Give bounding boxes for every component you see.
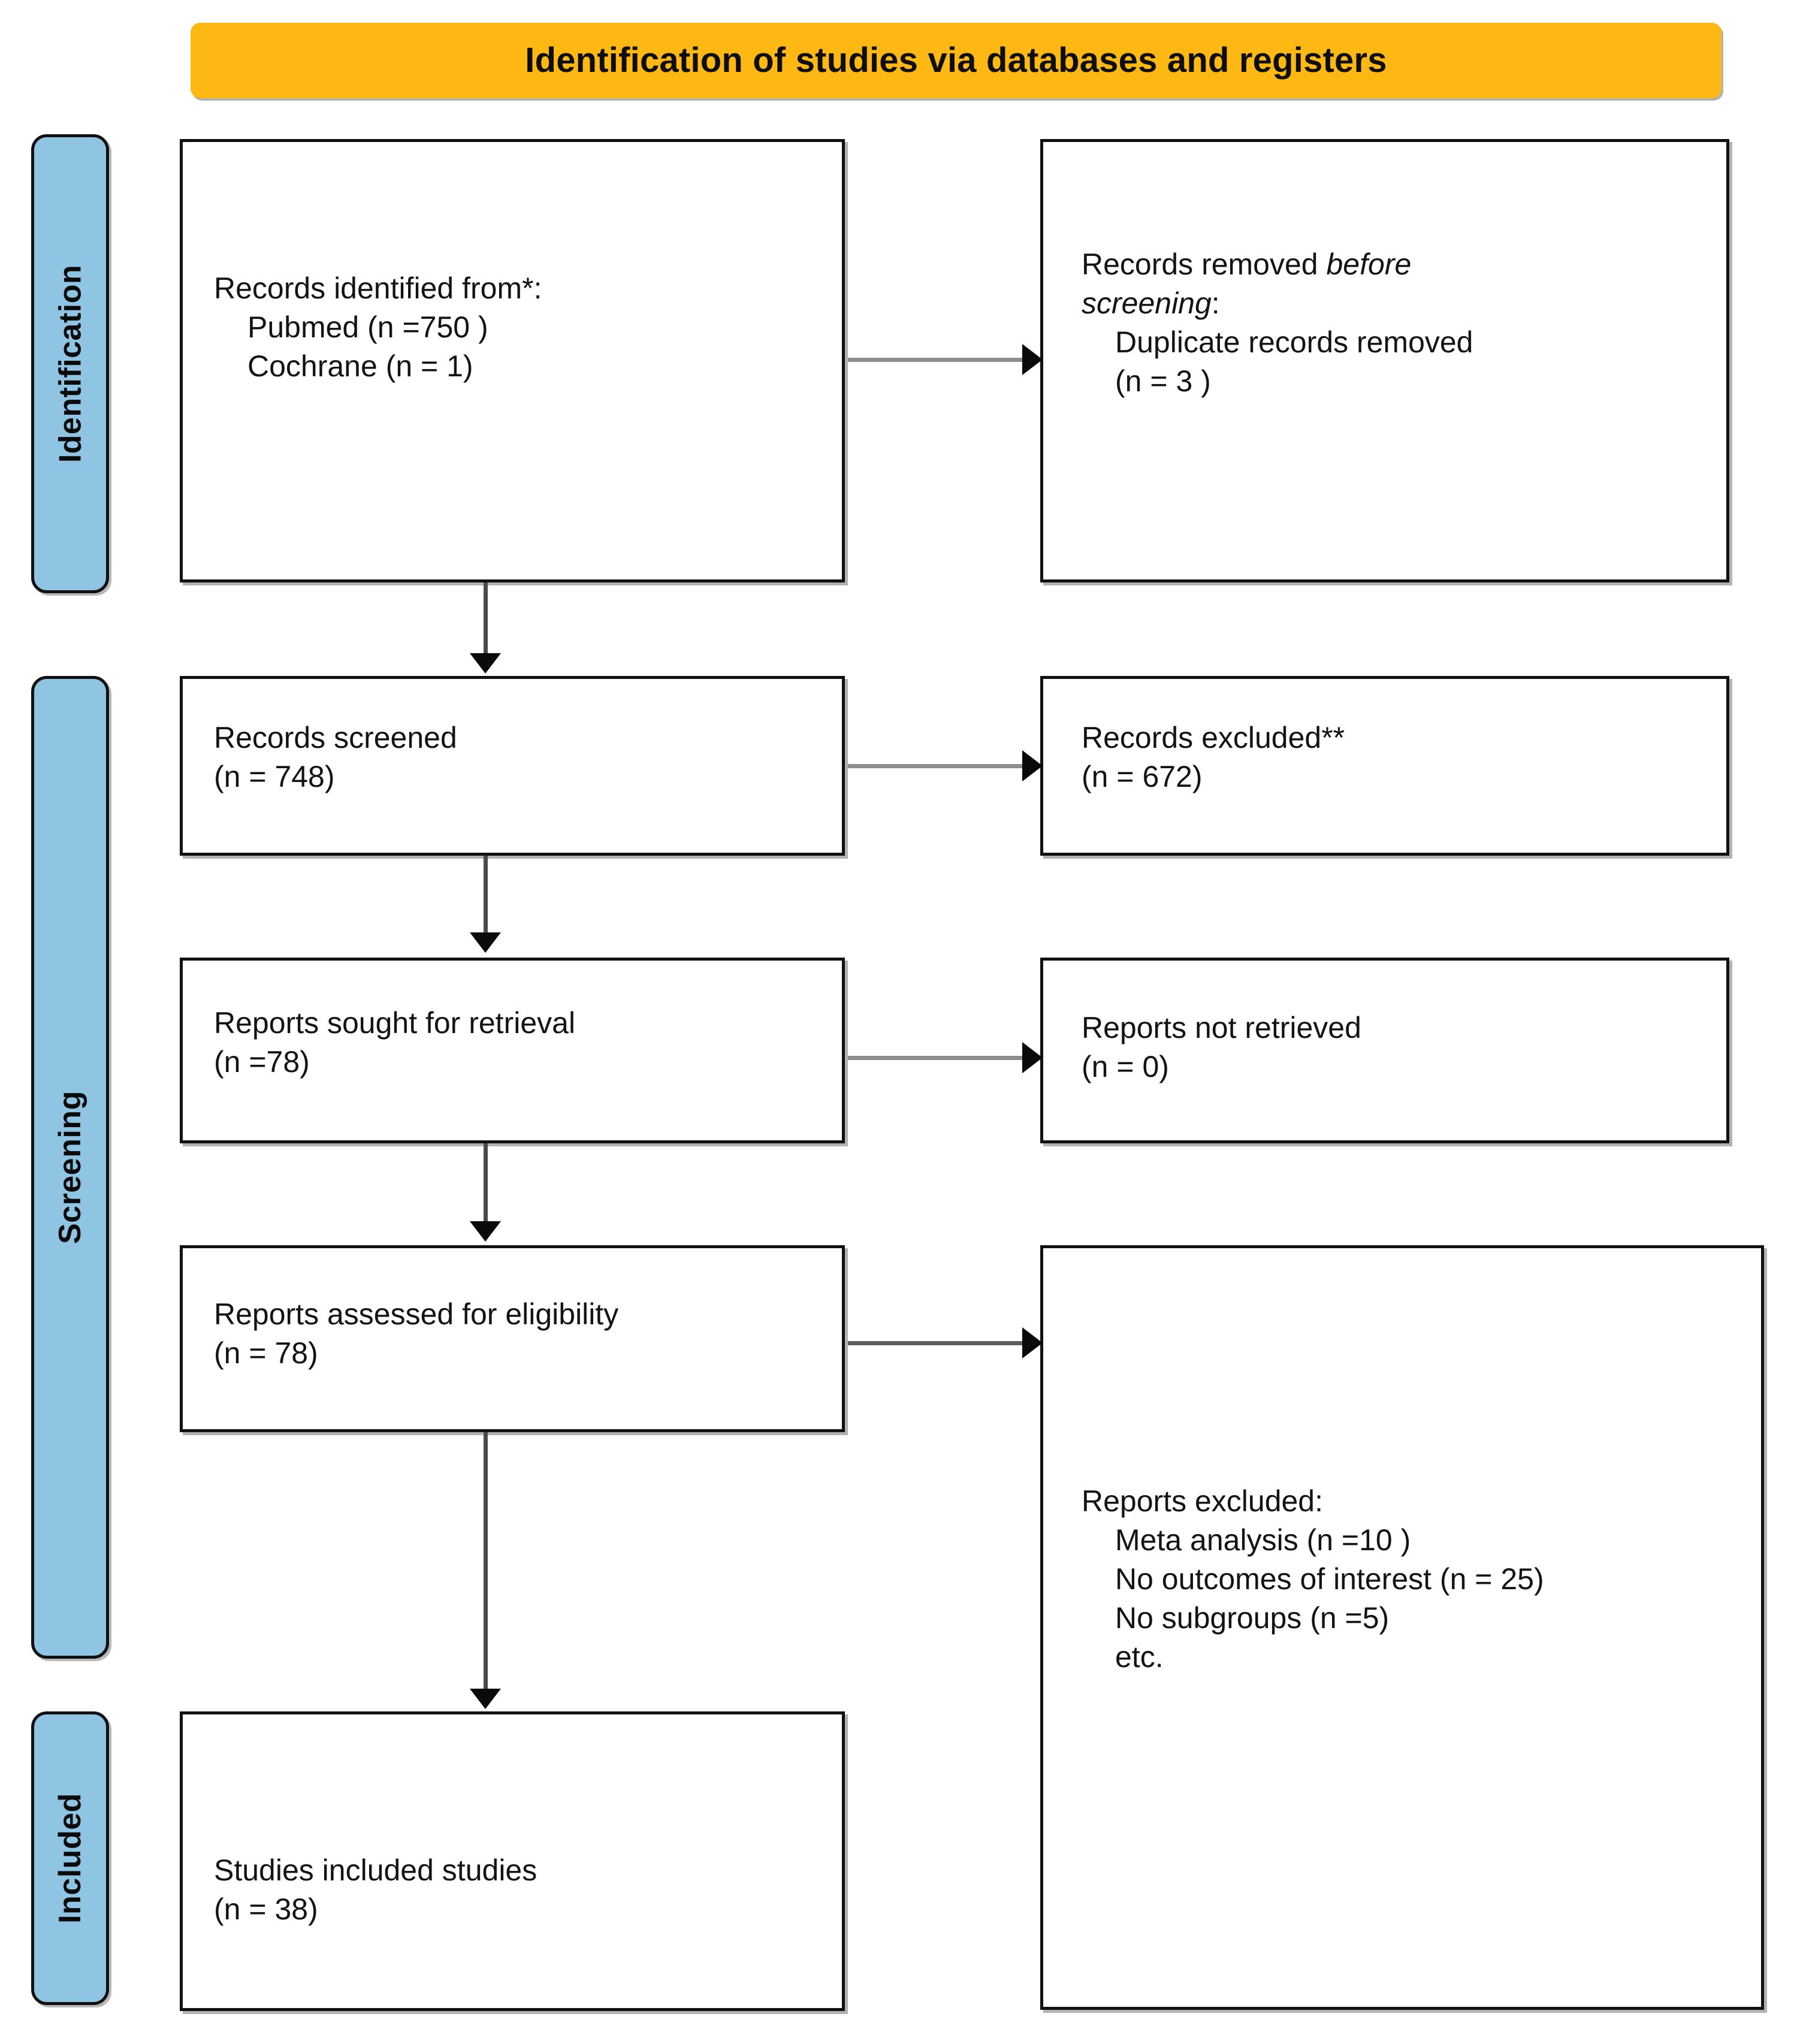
records-removed-heading-text: Records removed — [1082, 247, 1327, 281]
records-screened-heading: Records screened — [214, 721, 457, 754]
box-reports-not-retrieved: Reports not retrieved (n = 0) — [1040, 958, 1729, 1143]
records-removed-heading-colon: : — [1211, 286, 1220, 320]
reports-excluded-heading: Reports excluded: — [1082, 1484, 1324, 1518]
records-removed-heading-line1: Records removed before — [1082, 245, 1711, 284]
box-records-identified: Records identified from*: Pubmed (n =750… — [180, 139, 845, 582]
connector-identified-to-removed — [848, 358, 1028, 362]
box-records-identified-content: Records identified from*: Pubmed (n =750… — [214, 269, 826, 386]
diagram-header-banner: Identification of studies via databases … — [191, 23, 1722, 98]
box-reports-excluded-reasons: Reports excluded: Meta analysis (n =10 )… — [1040, 1245, 1764, 2010]
records-removed-duplicates-count: (n = 3 ) — [1115, 364, 1211, 398]
studies-included-count: (n = 38) — [214, 1892, 318, 1926]
records-excluded-count: (n = 672) — [1082, 760, 1203, 793]
arrowhead-screened-to-sought — [470, 932, 501, 953]
records-identified-pubmed: Pubmed (n =750 ) — [247, 310, 488, 344]
records-removed-heading-emphasis-before: before — [1326, 247, 1412, 281]
reports-not-retrieved-count: (n = 0) — [1082, 1050, 1169, 1083]
box-reports-sought: Reports sought for retrieval (n =78) — [180, 958, 845, 1143]
records-identified-heading: Records identified from*: — [214, 271, 542, 305]
arrowhead-sought-to-not-retrieved — [1022, 1042, 1043, 1073]
reports-assessed-count: (n = 78) — [214, 1336, 318, 1370]
box-studies-included: Studies included studies (n = 38) — [180, 1711, 845, 2011]
reports-sought-heading: Reports sought for retrieval — [214, 1006, 576, 1040]
connector-screened-to-excluded — [848, 764, 1028, 768]
stage-label-included-text: Included — [53, 1793, 88, 1924]
box-studies-included-content: Studies included studies (n = 38) — [214, 1851, 826, 1929]
reports-sought-count: (n =78) — [214, 1045, 310, 1079]
arrowhead-assessed-to-included — [470, 1689, 501, 1709]
stage-label-identification: Identification — [31, 134, 109, 593]
reports-excluded-etc: etc. — [1115, 1640, 1164, 1674]
box-reports-assessed-content: Reports assessed for eligibility (n = 78… — [214, 1295, 826, 1373]
stage-label-identification-text: Identification — [53, 264, 87, 463]
reports-not-retrieved-heading: Reports not retrieved — [1082, 1011, 1361, 1044]
arrowhead-identified-to-screened — [470, 653, 501, 674]
records-removed-duplicates: Duplicate records removed — [1115, 325, 1473, 359]
records-removed-heading-line2: screening: — [1082, 284, 1711, 323]
records-removed-heading-emphasis-screening: screening — [1082, 286, 1212, 320]
connector-assessed-to-included — [484, 1432, 488, 1690]
connector-sought-to-assessed — [484, 1143, 488, 1222]
stage-label-screening: Screening — [31, 676, 109, 1659]
reports-excluded-meta-analysis: Meta analysis (n =10 ) — [1115, 1523, 1411, 1557]
arrowhead-assessed-to-reports-excluded — [1022, 1327, 1043, 1358]
reports-assessed-heading: Reports assessed for eligibility — [214, 1297, 619, 1331]
arrowhead-screened-to-excluded — [1022, 750, 1043, 781]
records-identified-cochrane: Cochrane (n = 1) — [247, 349, 473, 383]
box-reports-not-retrieved-content: Reports not retrieved (n = 0) — [1082, 1009, 1711, 1086]
reports-excluded-no-subgroups: No subgroups (n =5) — [1115, 1601, 1390, 1635]
box-records-removed-content: Records removed before screening: Duplic… — [1082, 245, 1711, 401]
connector-screened-to-sought — [484, 856, 488, 934]
arrowhead-sought-to-assessed — [470, 1221, 501, 1242]
connector-assessed-to-reports-excluded — [848, 1341, 1028, 1345]
box-records-excluded: Records excluded** (n = 672) — [1040, 676, 1729, 856]
box-records-screened-content: Records screened (n = 748) — [214, 718, 826, 796]
connector-identified-to-screened — [484, 582, 488, 654]
arrowhead-identified-to-removed — [1022, 344, 1043, 375]
box-reports-assessed: Reports assessed for eligibility (n = 78… — [180, 1245, 845, 1432]
stage-label-included: Included — [31, 1711, 109, 2005]
reports-excluded-no-outcomes: No outcomes of interest (n = 25) — [1115, 1562, 1544, 1596]
studies-included-heading: Studies included studies — [214, 1853, 537, 1887]
box-records-excluded-content: Records excluded** (n = 672) — [1082, 718, 1711, 796]
records-screened-count: (n = 748) — [214, 760, 335, 793]
box-reports-excluded-reasons-content: Reports excluded: Meta analysis (n =10 )… — [1082, 1482, 1745, 1677]
box-reports-sought-content: Reports sought for retrieval (n =78) — [214, 1004, 826, 1082]
box-records-screened: Records screened (n = 748) — [180, 676, 845, 856]
connector-sought-to-not-retrieved — [848, 1056, 1028, 1060]
stage-label-screening-text: Screening — [53, 1091, 88, 1244]
diagram-title: Identification of studies via databases … — [525, 41, 1387, 80]
box-records-removed: Records removed before screening: Duplic… — [1040, 139, 1729, 582]
records-excluded-heading: Records excluded** — [1082, 721, 1345, 754]
